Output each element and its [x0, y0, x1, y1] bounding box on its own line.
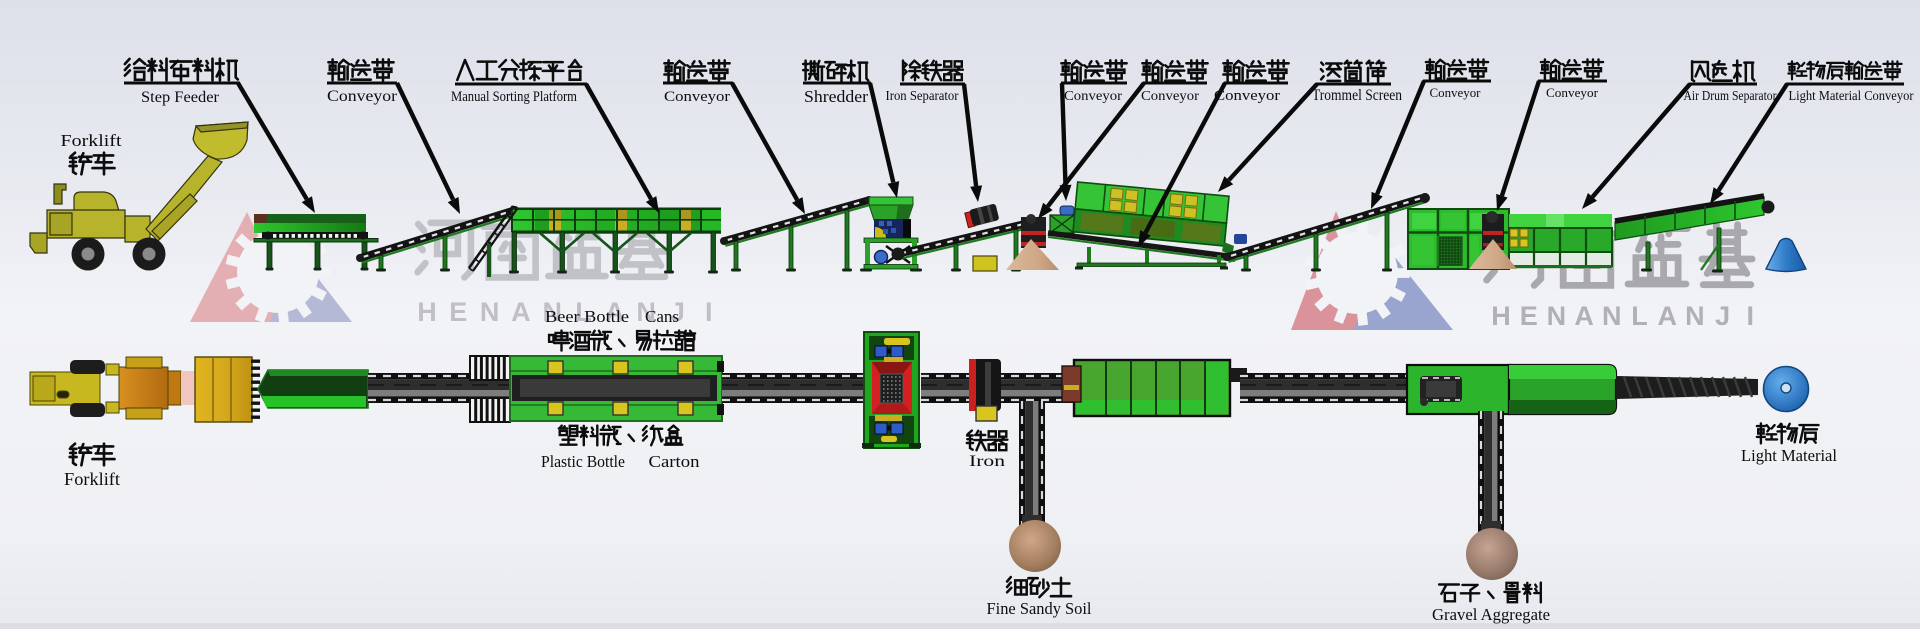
svg-text:N: N: [542, 297, 562, 327]
svg-text:H: H: [417, 297, 437, 327]
svg-text:Conveyor: Conveyor: [1141, 89, 1199, 104]
svg-text:Carton: Carton: [649, 452, 701, 471]
svg-text:Conveyor: Conveyor: [664, 89, 730, 105]
svg-text:E: E: [449, 297, 467, 327]
svg-text:Conveyor: Conveyor: [1430, 85, 1482, 100]
svg-text:Conveyor: Conveyor: [1214, 88, 1280, 104]
svg-text:L: L: [1631, 301, 1648, 331]
svg-text:A: A: [1574, 301, 1594, 331]
svg-text:Conveyor: Conveyor: [1546, 85, 1599, 100]
svg-text:J: J: [1715, 301, 1730, 331]
svg-text:Iron Separator: Iron Separator: [886, 89, 959, 104]
svg-text:Light Material Conveyor: Light Material Conveyor: [1789, 89, 1914, 104]
svg-text:Forklift: Forklift: [61, 131, 122, 150]
svg-text:Manual Sorting Platform: Manual Sorting Platform: [451, 89, 577, 105]
svg-text:Conveyor: Conveyor: [327, 88, 398, 105]
svg-text:Air Drum Separator: Air Drum Separator: [1684, 89, 1777, 104]
svg-text:I: I: [705, 297, 713, 327]
svg-text:Forklift: Forklift: [64, 469, 120, 489]
svg-text:Shredder: Shredder: [804, 87, 868, 106]
svg-text:Plastic Bottle: Plastic Bottle: [541, 452, 625, 471]
svg-text:Conveyor: Conveyor: [1064, 89, 1122, 104]
svg-text:N: N: [1685, 301, 1705, 331]
svg-text:Gravel Aggregate: Gravel Aggregate: [1432, 605, 1550, 624]
svg-text:Trommel Screen: Trommel Screen: [1312, 87, 1402, 104]
svg-text:N: N: [1602, 301, 1622, 331]
svg-text:A: A: [1657, 301, 1677, 331]
svg-text:E: E: [1520, 301, 1538, 331]
svg-text:I: I: [1747, 301, 1755, 331]
svg-text:Fine Sandy Soil: Fine Sandy Soil: [987, 599, 1092, 618]
svg-text:J: J: [670, 297, 685, 327]
svg-text:N: N: [1547, 301, 1567, 331]
svg-text:L: L: [575, 297, 592, 327]
svg-text:N: N: [480, 297, 500, 327]
svg-text:Cans: Cans: [645, 307, 679, 326]
svg-text:Step Feeder: Step Feeder: [141, 89, 220, 106]
svg-text:Light Material: Light Material: [1741, 446, 1837, 465]
svg-text:Beer Bottle: Beer Bottle: [545, 307, 629, 326]
svg-text:A: A: [511, 297, 531, 327]
svg-text:N: N: [636, 297, 656, 327]
svg-text:Iron: Iron: [969, 453, 1005, 470]
svg-text:H: H: [1491, 301, 1511, 331]
svg-text:A: A: [605, 297, 625, 327]
